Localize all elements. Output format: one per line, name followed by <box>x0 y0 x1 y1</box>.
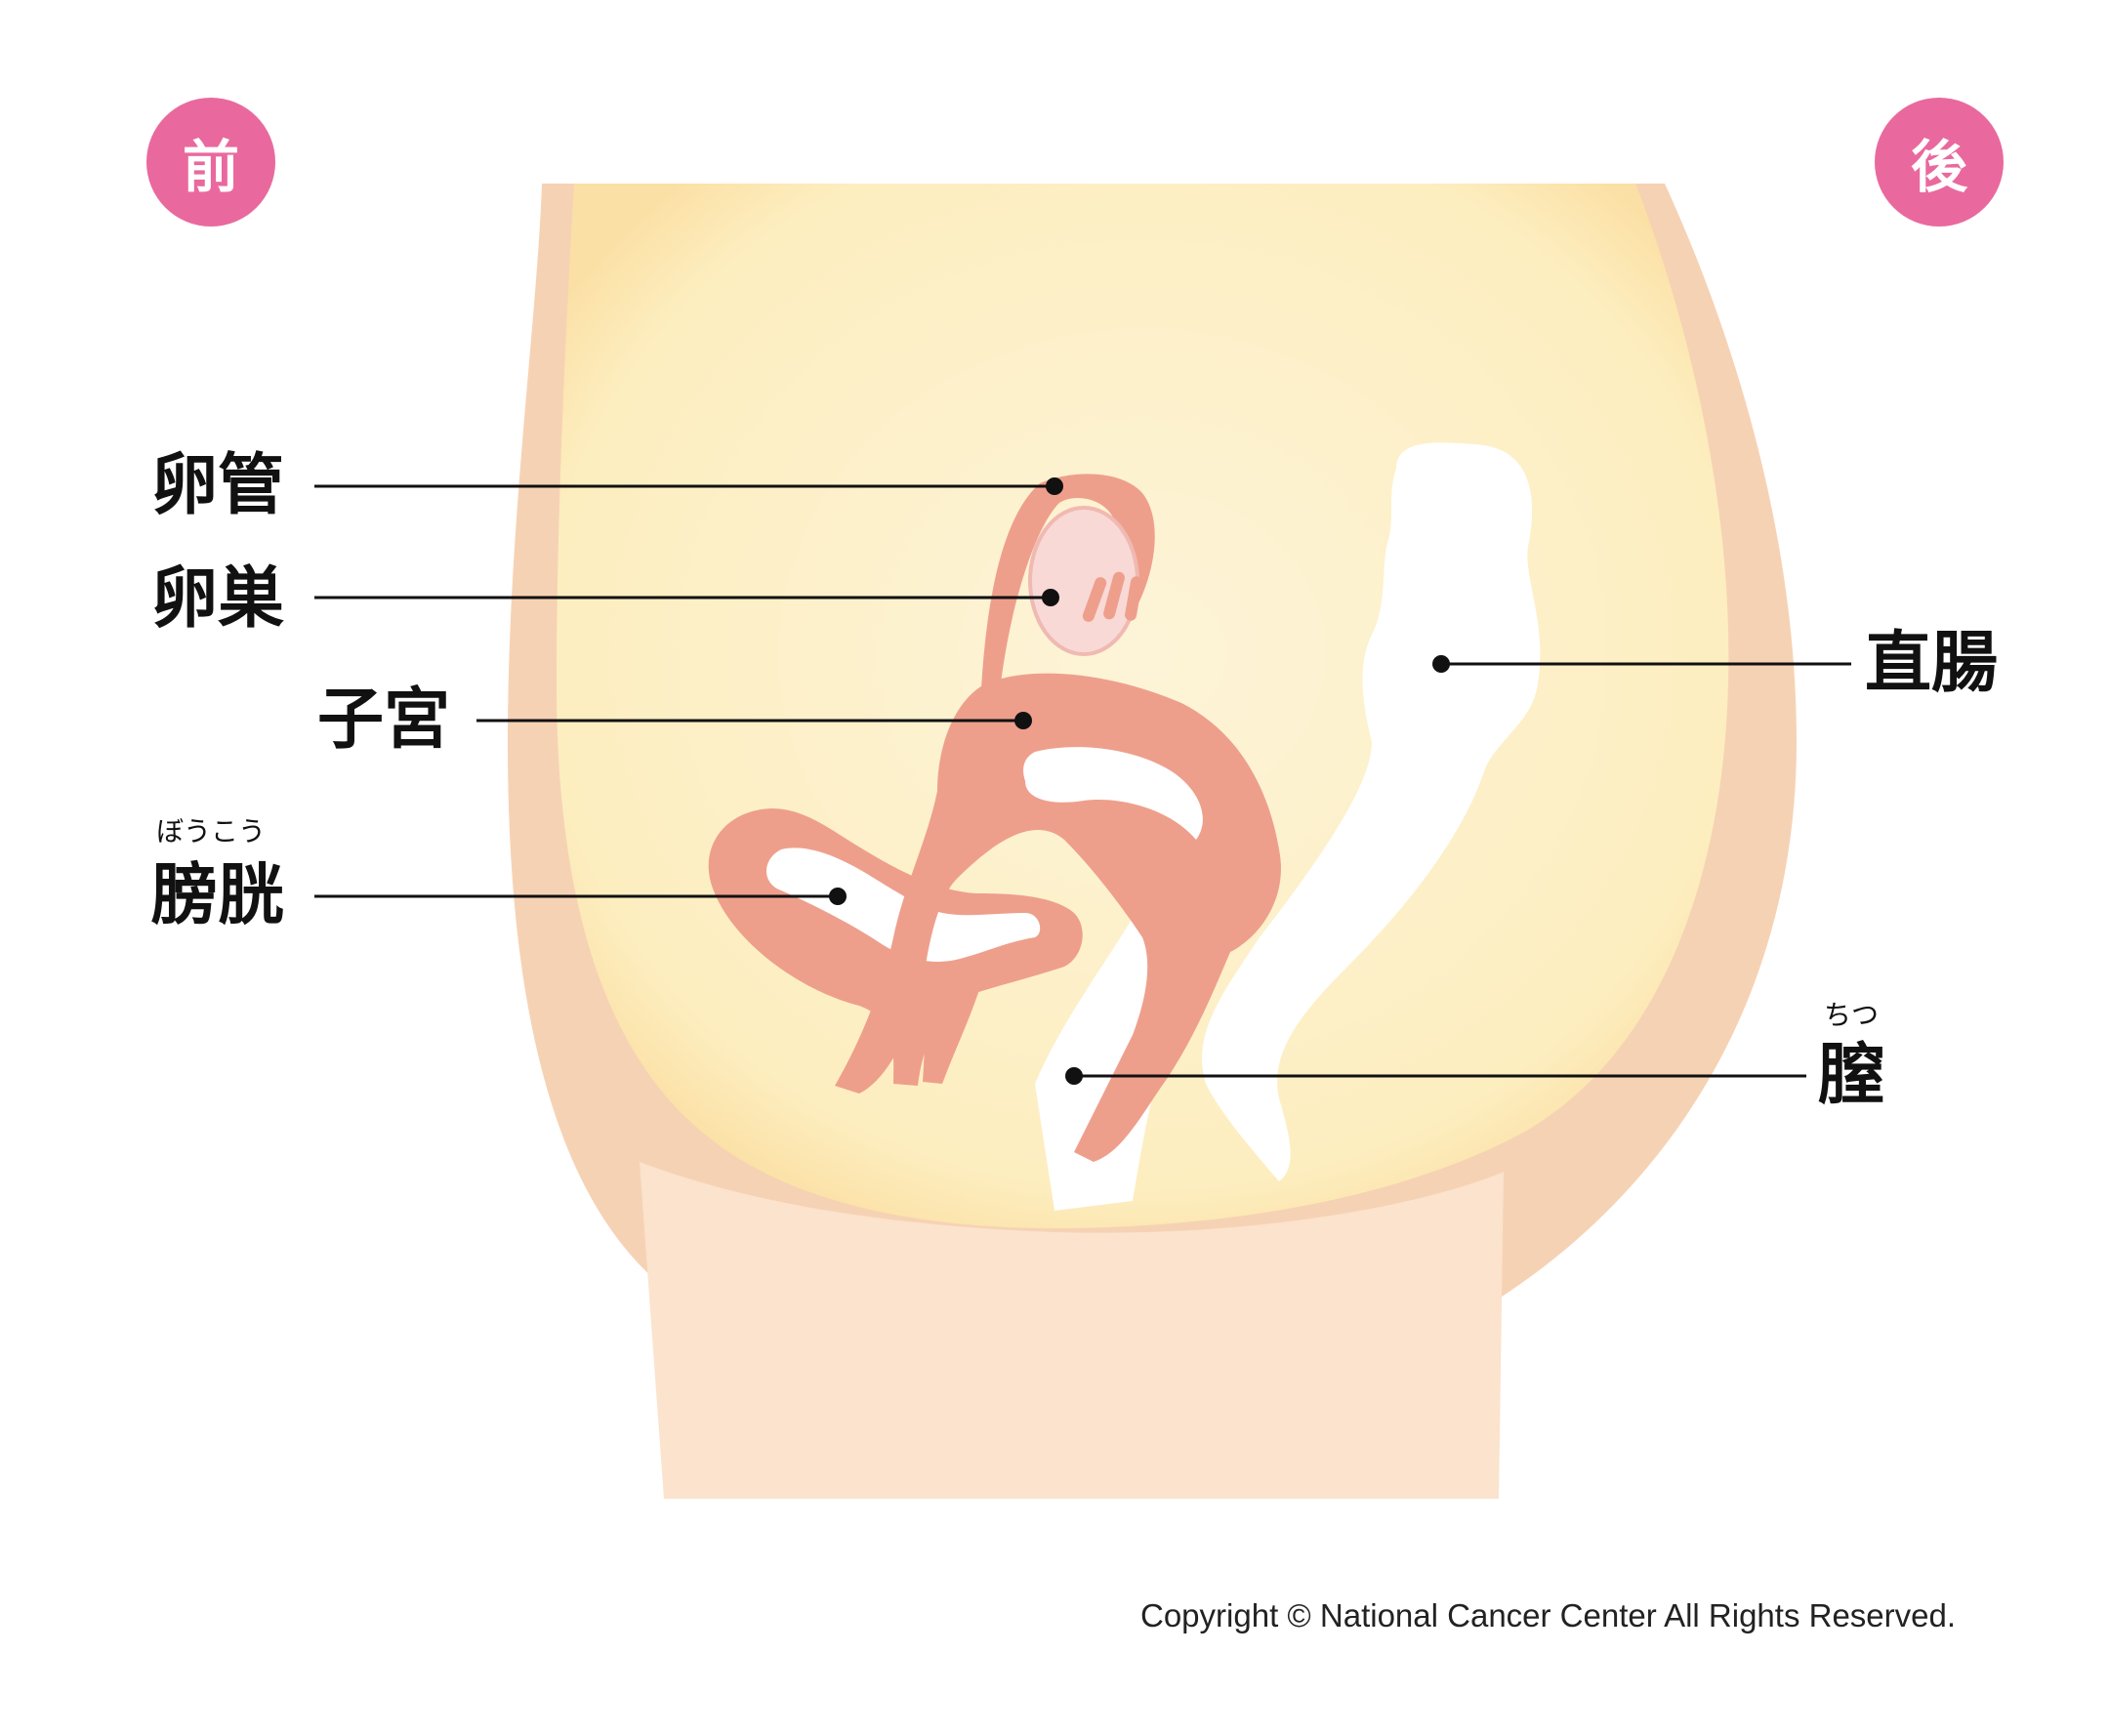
label-bladder: 膀胱 <box>151 857 285 934</box>
uterine-cavity <box>1023 747 1203 840</box>
dot-bladder <box>829 888 847 905</box>
label-vagina-reading: ちつ <box>1824 999 1880 1031</box>
dot-ovary <box>1042 589 1059 606</box>
front-badge: 前 <box>146 98 275 227</box>
rectum-shape <box>1202 442 1541 1181</box>
label-bladder-reading: ぼうこう <box>156 815 267 847</box>
back-badge: 後 <box>1875 98 2004 227</box>
leader-dots <box>829 477 1450 1085</box>
label-ovary: 卵巣 <box>151 560 285 638</box>
label-fallopian-tube: 卵管 <box>151 447 285 524</box>
fimbriae <box>1082 571 1142 622</box>
leader-lines <box>314 484 1851 1078</box>
dot-fallopian-tube <box>1046 477 1063 495</box>
label-rectum: 直腸 <box>1865 625 1999 702</box>
fallopian-tube-shape <box>981 474 1155 688</box>
label-vagina: 膣 <box>1818 1037 1885 1114</box>
copyright-notice: Copyright © National Cancer Center All R… <box>1140 1597 1957 1633</box>
label-uterus: 子宮 <box>317 682 451 759</box>
urethra-shape <box>923 965 986 1084</box>
dot-uterus <box>1014 712 1032 729</box>
lower-body <box>640 1162 1504 1499</box>
dot-vagina <box>1065 1067 1083 1085</box>
dot-rectum <box>1432 655 1450 673</box>
